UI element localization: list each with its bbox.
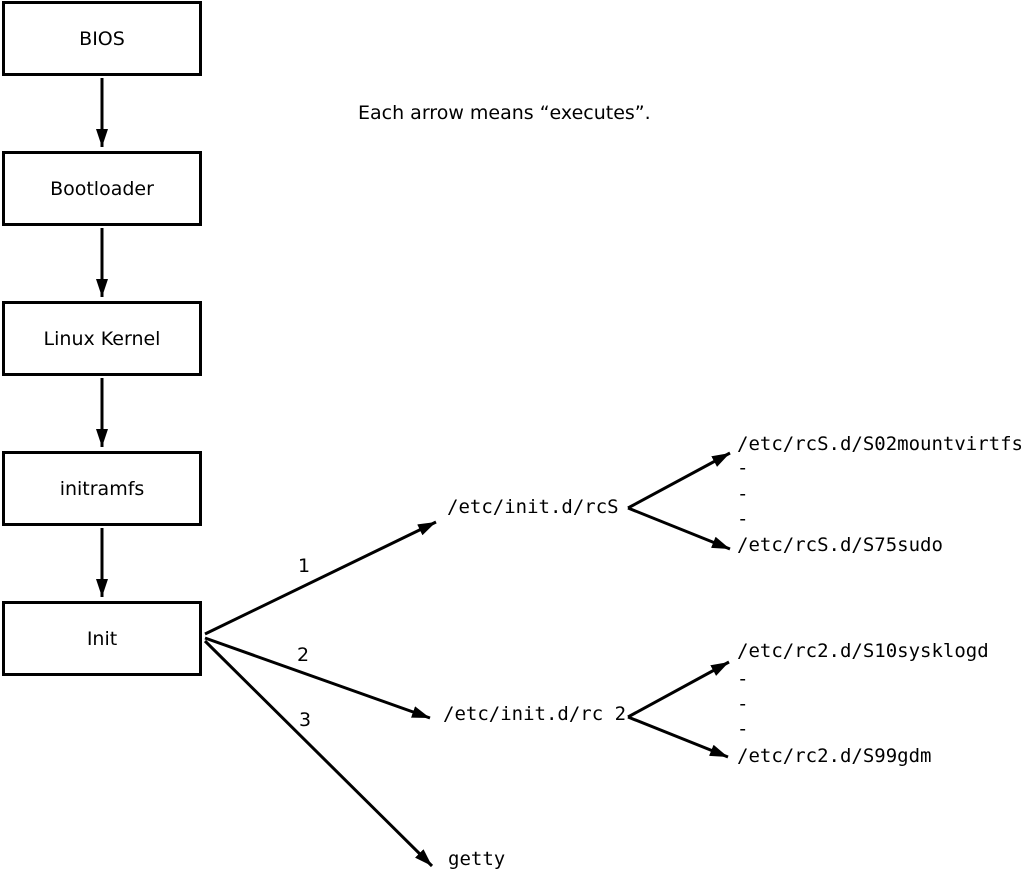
rcs-child-last: /etc/rcS.d/S75sudo (737, 534, 943, 556)
rc2-ellipsis-dash: - (737, 693, 749, 715)
rcs-child-first: /etc/rcS.d/S02mountvirtfs (737, 433, 1023, 455)
script-label-getty: getty (448, 848, 506, 870)
flow-node-bootloader: Bootloader (2, 151, 202, 226)
script-label-rcs: /etc/init.d/rcS (447, 496, 619, 518)
flow-node-initramfs: initramfs (2, 451, 202, 526)
rcs-ellipsis-dash: - (737, 457, 749, 479)
flow-node-label: Bootloader (50, 177, 154, 200)
rc2-ellipsis-dash: - (737, 718, 749, 740)
arrow-rc2-to-last-child (627, 715, 729, 759)
flow-node-label: Init (86, 627, 118, 650)
rcs-ellipsis-dash: - (737, 508, 749, 530)
rc2-child-first: /etc/rc2.d/S10sysklogd (737, 640, 989, 662)
branch-order-label-3: 3 (299, 709, 312, 731)
arrow-init-to-rcs (204, 520, 437, 636)
arrow-rcs-to-first-child (627, 451, 731, 510)
arrow-init-to-getty (203, 639, 434, 868)
rc2-child-last: /etc/rc2.d/S99gdm (737, 745, 932, 767)
rc2-ellipsis-dash: - (737, 668, 749, 690)
branch-order-label-2: 2 (297, 644, 310, 666)
arrow-init-to-rc2 (204, 636, 431, 720)
flow-node-init: Init (2, 601, 202, 676)
script-label-rc2: /etc/init.d/rc 2 (443, 703, 627, 725)
arrow-rc2-to-first-child (627, 660, 730, 719)
flow-node-label: Linux Kernel (43, 327, 161, 350)
rcs-ellipsis-dash: - (737, 483, 749, 505)
arrow-rcs-to-last-child (627, 506, 731, 551)
flow-node-label: BIOS (79, 27, 125, 50)
flow-node-label: initramfs (59, 477, 145, 500)
flow-node-bios: BIOS (2, 1, 202, 76)
flow-node-linux-kernel: Linux Kernel (2, 301, 202, 376)
legend-note: Each arrow means “executes”. (358, 102, 651, 124)
branch-order-label-1: 1 (298, 555, 311, 577)
